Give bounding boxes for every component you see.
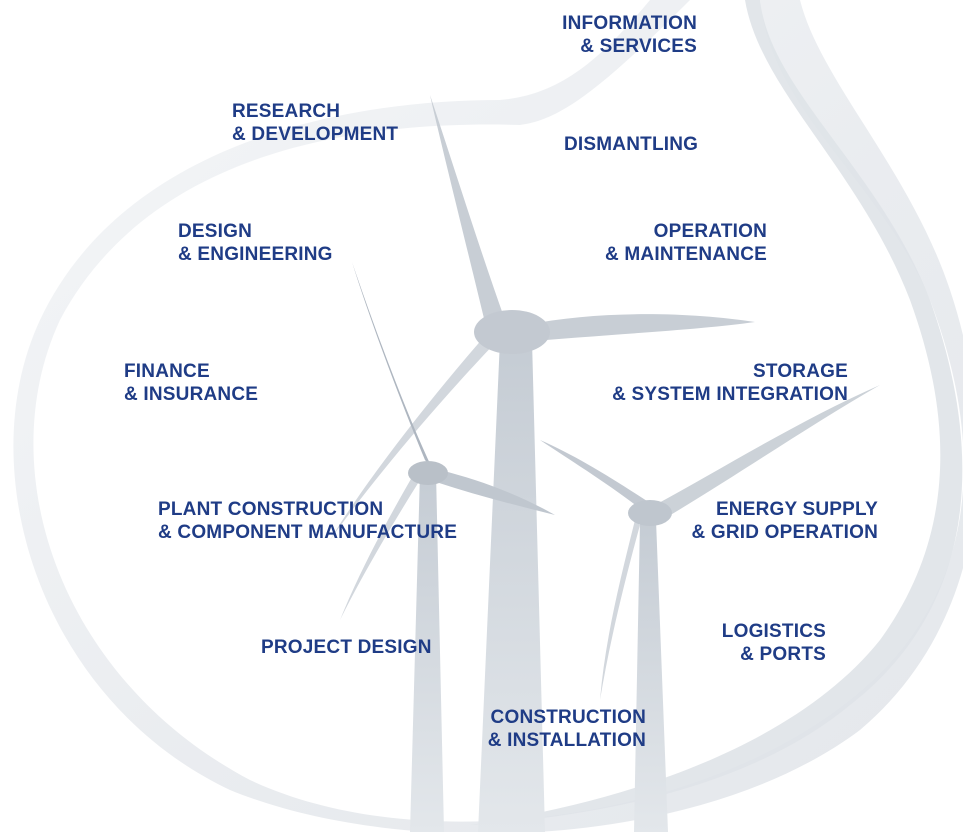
label-line: CONSTRUCTION [490, 707, 646, 728]
label-line: & INSTALLATION [487, 730, 646, 751]
label-line: LOGISTICS [721, 621, 826, 642]
label-line: STORAGE [752, 361, 848, 382]
label-line: PROJECT DESIGN [261, 637, 432, 658]
label-project-design: PROJECT DESIGN [261, 636, 432, 659]
label-line: & COMPONENT MANUFACTURE [158, 522, 458, 543]
label-information-services: INFORMATION & SERVICES [520, 12, 697, 58]
label-logistics-ports: LOGISTICS & PORTS [680, 620, 826, 666]
label-line: & PORTS [740, 644, 826, 665]
label-energy-supply-grid: ENERGY SUPPLY & GRID OPERATION [640, 498, 878, 544]
label-line: ENERGY SUPPLY [715, 499, 878, 520]
label-line: PLANT CONSTRUCTION [158, 499, 384, 520]
label-operation-maintenance: OPERATION & MAINTENANCE [560, 220, 767, 266]
label-line: & SYSTEM INTEGRATION [612, 384, 848, 405]
wind-turbine-large [330, 95, 755, 832]
label-line: & ENGINEERING [178, 244, 333, 265]
label-line: DESIGN [178, 221, 253, 242]
label-dismantling: DISMANTLING [564, 133, 698, 156]
label-line: DISMANTLING [564, 134, 699, 155]
label-line: & SERVICES [580, 36, 697, 57]
wind-turbine-right [540, 385, 880, 832]
label-line: & GRID OPERATION [691, 522, 878, 543]
label-line: FINANCE [124, 361, 210, 382]
label-line: RESEARCH [232, 101, 341, 122]
label-line: & INSURANCE [124, 384, 259, 405]
label-design-engineering: DESIGN & ENGINEERING [178, 220, 333, 266]
label-line: OPERATION [653, 221, 767, 242]
label-line: & MAINTENANCE [605, 244, 767, 265]
label-research-development: RESEARCH & DEVELOPMENT [232, 100, 398, 146]
label-line: & DEVELOPMENT [232, 124, 399, 145]
label-line: INFORMATION [562, 13, 697, 34]
wind-turbine-left [340, 262, 555, 832]
label-construction-installation: CONSTRUCTION & INSTALLATION [460, 706, 646, 752]
label-finance-insurance: FINANCE & INSURANCE [124, 360, 258, 406]
label-storage-system-integration: STORAGE & SYSTEM INTEGRATION [560, 360, 848, 406]
label-plant-construction: PLANT CONSTRUCTION & COMPONENT MANUFACTU… [158, 498, 457, 544]
